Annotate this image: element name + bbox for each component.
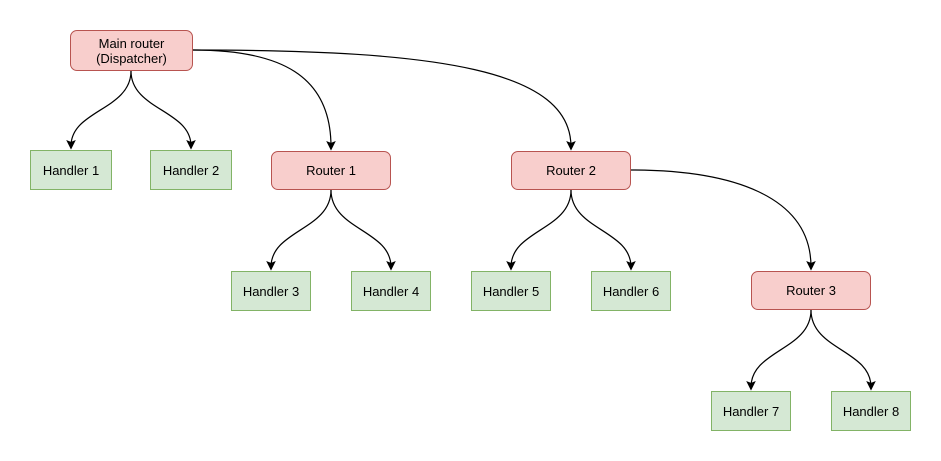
node-handler-2[interactable]: Handler 2 xyxy=(150,150,232,190)
node-label-handler-7: Handler 7 xyxy=(722,403,780,419)
node-label-main-router: Main router (Dispatcher) xyxy=(96,35,167,66)
node-label-router-1: Router 1 xyxy=(306,163,356,178)
node-handler-3[interactable]: Handler 3 xyxy=(231,271,311,311)
node-main-router[interactable]: Main router (Dispatcher) xyxy=(70,30,193,71)
edge-main-router2 xyxy=(192,49,576,151)
node-label-handler-8: Handler 8 xyxy=(842,403,900,419)
node-router-1[interactable]: Router 1 xyxy=(271,151,391,190)
edge-router3-handler7 xyxy=(746,309,812,391)
node-handler-1[interactable]: Handler 1 xyxy=(30,150,112,190)
edge-main-handler2 xyxy=(130,70,196,150)
node-handler-4[interactable]: Handler 4 xyxy=(351,271,431,311)
node-handler-6[interactable]: Handler 6 xyxy=(591,271,671,311)
node-label-handler-2: Handler 2 xyxy=(162,162,220,178)
node-label-router-2: Router 2 xyxy=(546,163,596,178)
node-handler-7[interactable]: Handler 7 xyxy=(711,391,791,431)
node-router-3[interactable]: Router 3 xyxy=(751,271,871,310)
edge-router2-router3 xyxy=(630,169,816,271)
node-label-handler-1: Handler 1 xyxy=(42,162,100,178)
edge-router1-handler3 xyxy=(266,189,332,271)
node-handler-8[interactable]: Handler 8 xyxy=(831,391,911,431)
edge-main-router1 xyxy=(192,49,336,151)
edge-router3-handler8 xyxy=(810,309,876,391)
node-handler-5[interactable]: Handler 5 xyxy=(471,271,551,311)
edge-main-handler1 xyxy=(66,70,132,150)
node-router-2[interactable]: Router 2 xyxy=(511,151,631,190)
edges-group xyxy=(66,49,876,391)
node-label-handler-4: Handler 4 xyxy=(362,283,420,299)
edge-router1-handler4 xyxy=(330,189,396,271)
edge-router2-handler6 xyxy=(570,189,636,271)
node-label-handler-6: Handler 6 xyxy=(602,283,660,299)
node-label-router-3: Router 3 xyxy=(786,283,836,298)
edge-router2-handler5 xyxy=(506,189,572,271)
node-label-handler-3: Handler 3 xyxy=(242,283,300,299)
node-label-handler-5: Handler 5 xyxy=(482,283,540,299)
